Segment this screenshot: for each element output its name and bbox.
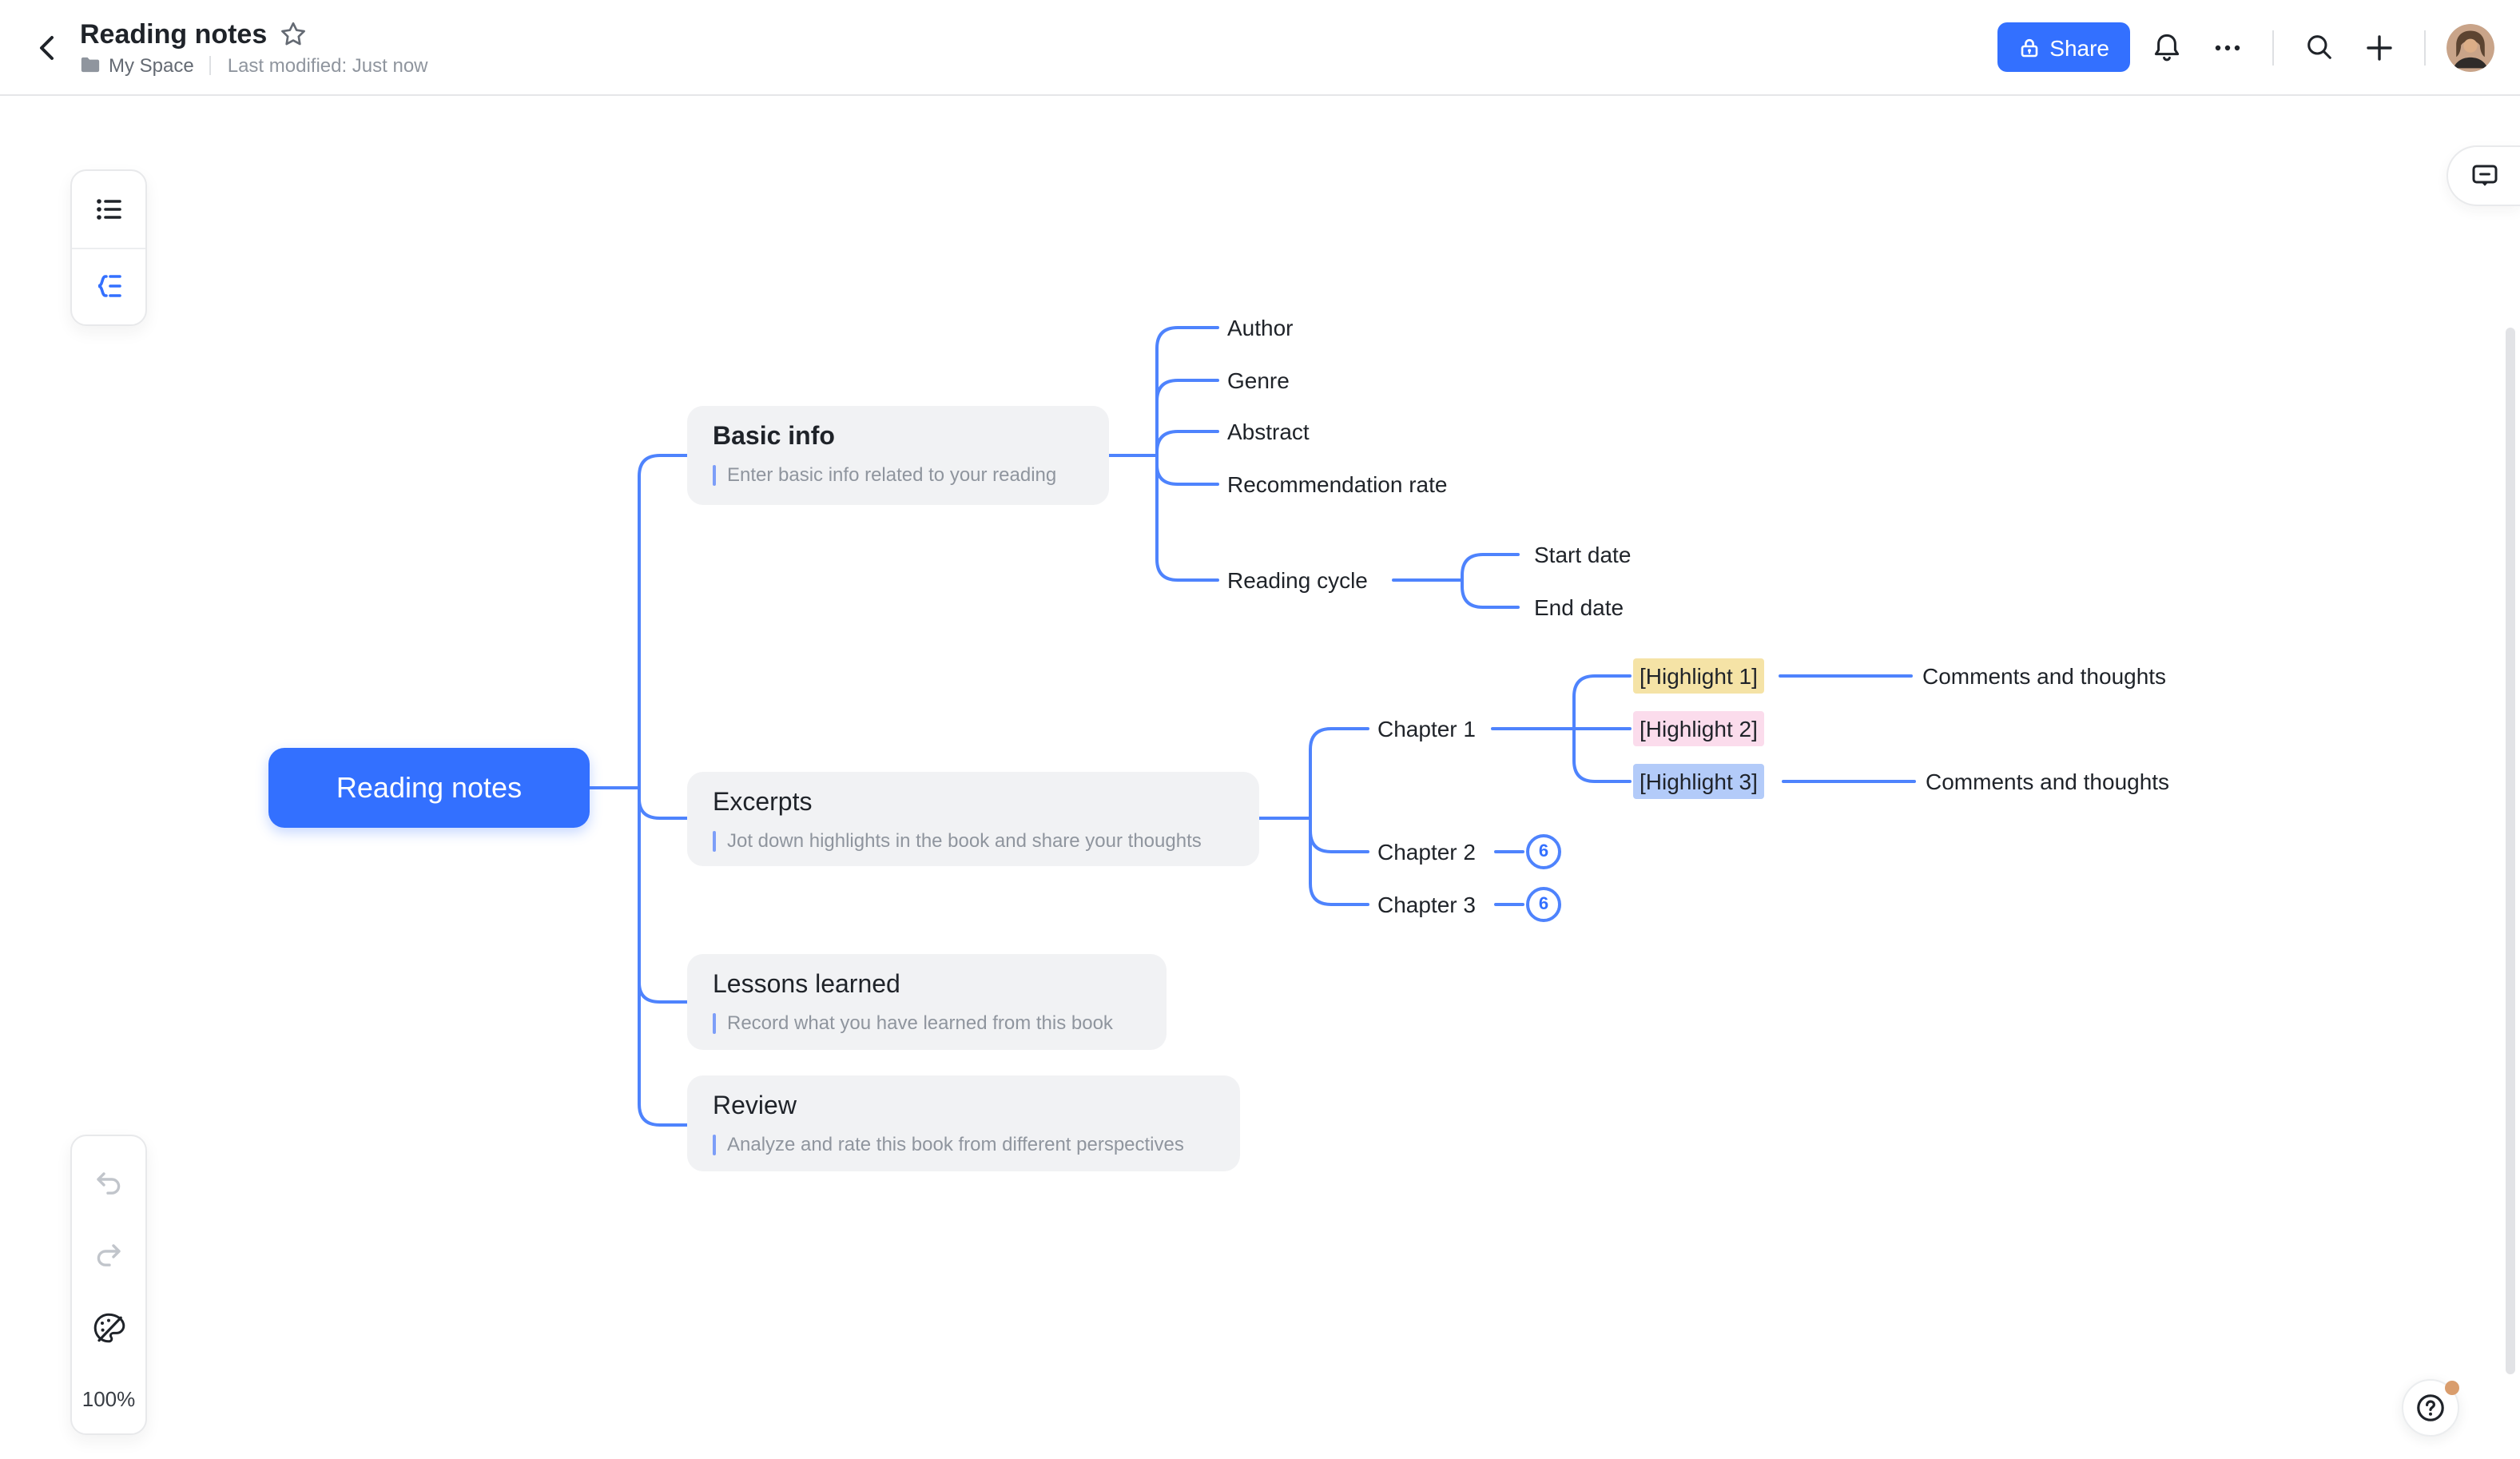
comment-bubble-icon [2471,165,2497,186]
theme-palette-icon [93,1314,125,1344]
star-icon [281,22,306,46]
node-author[interactable]: Author [1227,315,1294,340]
node-highlight-2[interactable]: [Highlight 2] [1633,711,1764,746]
node-abstract[interactable]: Abstract [1227,419,1310,444]
share-button[interactable]: Share [1997,22,2130,72]
node-lessons-learned[interactable]: Lessons learned Record what you have lea… [687,954,1167,1050]
search-icon [2307,35,2331,59]
outline-list-icon [97,198,121,220]
mindmap-view-button[interactable] [72,248,145,324]
view-toggle-card [70,169,147,326]
node-chapter-1[interactable]: Chapter 1 [1377,716,1476,741]
node-end-date[interactable]: End date [1534,594,1624,620]
folder-icon [80,54,101,75]
redo-icon [97,1245,121,1267]
document-title-block: Reading notes My Space Last modified: Ju… [80,18,428,76]
zoom-level[interactable]: 100% [81,1386,136,1411]
node-description-row: Jot down highlights in the book and shar… [713,828,1234,853]
toolbar-divider [2424,30,2426,65]
node-title: Excerpts [713,789,813,817]
node-chapter-2[interactable]: Chapter 2 [1377,839,1476,865]
avatar[interactable] [2446,23,2494,71]
node-excerpts[interactable]: Excerpts Jot down highlights in the book… [687,772,1259,866]
favorite-button[interactable] [280,20,308,49]
help-notification-dot [2445,1381,2459,1395]
space-link[interactable]: My Space [109,54,194,76]
node-root[interactable]: Reading notes [268,748,590,828]
notifications-button[interactable] [2143,23,2191,71]
node-comment-1[interactable]: Comments and thoughts [1922,663,2167,689]
search-button[interactable] [2295,23,2343,71]
top-bar: Reading notes My Space Last modified: Ju… [0,0,2520,96]
node-description-row: Record what you have learned from this b… [713,1010,1141,1036]
undo-button[interactable] [70,1149,147,1221]
node-title: Lessons learned [713,972,900,999]
node-title: Basic info [713,423,835,451]
node-chapter-3[interactable]: Chapter 3 [1377,892,1476,917]
help-button[interactable] [2402,1379,2459,1437]
node-recommendation-rate[interactable]: Recommendation rate [1227,471,1448,497]
desc-accent-bar [713,1012,716,1033]
collapsed-count-badge-chapter-2[interactable]: 6 [1526,834,1561,869]
back-chevron-icon [40,35,54,59]
more-ellipsis-icon [2215,44,2240,50]
redo-button[interactable] [70,1221,147,1293]
lock-icon [2020,38,2037,57]
title-row: Reading notes [80,18,428,50]
canvas-controls-card: 100% [70,1135,147,1435]
create-new-button[interactable] [2355,23,2403,71]
top-bar-actions: Share [1997,22,2494,72]
node-start-date[interactable]: Start date [1534,542,1632,567]
node-title: Review [713,1093,797,1120]
node-description: Enter basic info related to your reading [727,463,1057,486]
node-genre[interactable]: Genre [1227,368,1290,393]
node-highlight-1[interactable]: [Highlight 1] [1633,658,1764,694]
page-title: Reading notes [80,18,268,49]
node-comment-2[interactable]: Comments and thoughts [1926,769,2170,794]
node-description-row: Analyze and rate this book from differen… [713,1131,1214,1157]
outline-view-button[interactable] [72,171,145,247]
more-button[interactable] [2204,23,2252,71]
meta-divider [209,55,212,74]
node-description: Analyze and rate this book from differen… [727,1133,1184,1155]
view-card-divider [72,247,145,248]
vertical-scrollbar[interactable] [2506,328,2515,1374]
node-description-row: Enter basic info related to your reading [713,462,1083,487]
node-review[interactable]: Review Analyze and rate this book from d… [687,1075,1240,1171]
desc-accent-bar [713,464,716,485]
undo-icon [97,1173,121,1195]
desc-accent-bar [713,830,716,851]
node-description: Jot down highlights in the book and shar… [727,829,1202,852]
mindmap-icon [97,275,121,298]
theme-button[interactable] [70,1293,147,1365]
back-button[interactable] [26,25,70,70]
desc-accent-bar [713,1134,716,1155]
comments-panel-button[interactable] [2446,145,2520,206]
share-label: Share [2049,34,2109,60]
plus-icon [2367,34,2392,60]
help-question-icon [2417,1394,2444,1421]
bell-icon [2154,33,2180,61]
node-highlight-3[interactable]: [Highlight 3] [1633,764,1764,799]
node-description: Record what you have learned from this b… [727,1012,1113,1034]
node-reading-cycle[interactable]: Reading cycle [1227,567,1368,593]
collapsed-count-badge-chapter-3[interactable]: 6 [1526,887,1561,922]
node-basic-info[interactable]: Basic info Enter basic info related to y… [687,406,1109,505]
last-modified-label: Last modified: Just now [227,54,428,76]
breadcrumb: My Space Last modified: Just now [80,54,428,76]
toolbar-divider [2272,30,2274,65]
